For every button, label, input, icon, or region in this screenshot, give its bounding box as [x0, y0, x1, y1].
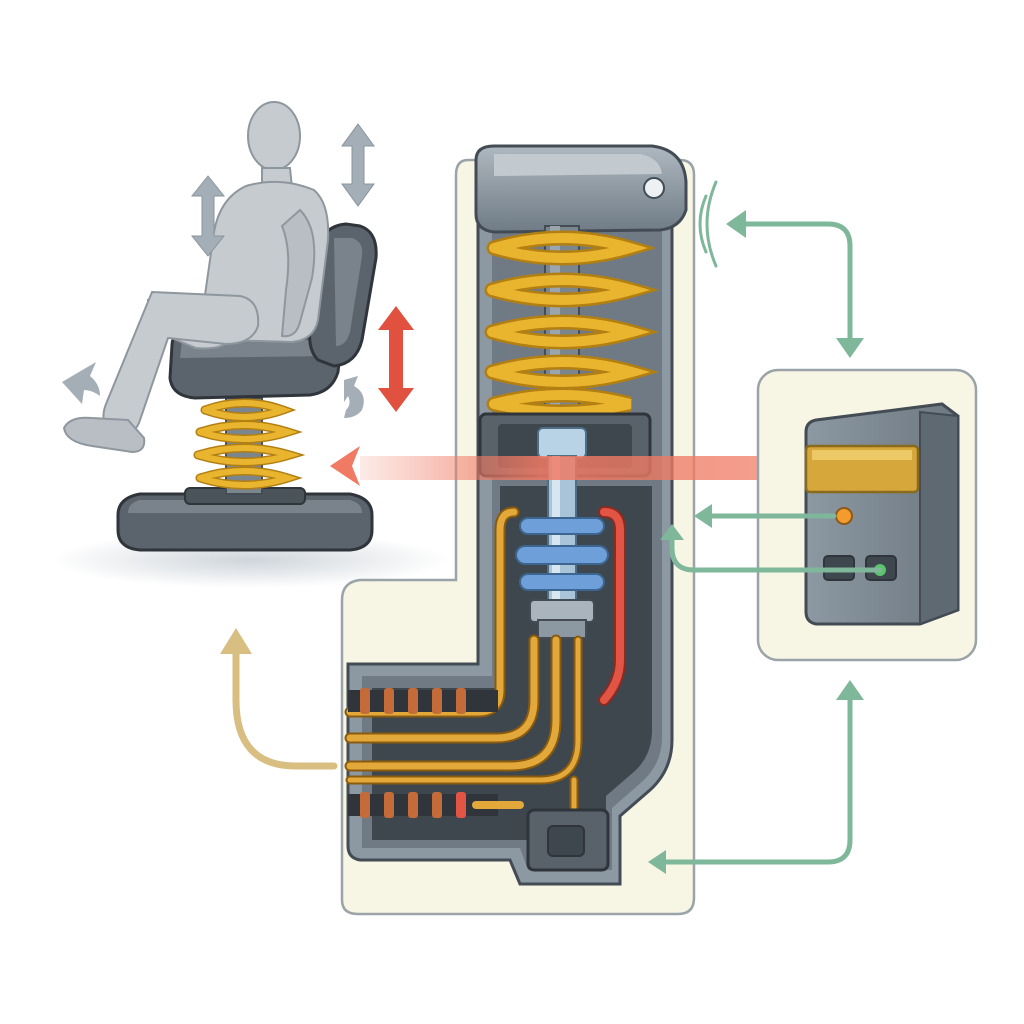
sensor-beam [330, 446, 812, 486]
beam-arrow-icon [330, 446, 360, 486]
arrow-controller-to-valve-2 [669, 531, 883, 573]
bottom-port-box [526, 808, 610, 872]
red-up-down-arrow-icon [378, 306, 414, 412]
up-down-arrow-icon [190, 123, 375, 257]
top-cap [474, 144, 688, 234]
signal-arrows [657, 221, 883, 865]
arrow-sensor-to-controller [739, 221, 853, 343]
seat-base [116, 487, 374, 552]
return-flow-arrow-icon [220, 628, 338, 770]
cap-indicator-light [643, 177, 665, 199]
main-coil-spring [484, 230, 660, 420]
piston-assembly [515, 427, 609, 639]
sensor-wave-icon [698, 180, 718, 268]
arrow-controller-to-base [657, 697, 853, 865]
person-figure-icon [62, 101, 330, 454]
left-motion-arrow-icon [62, 362, 100, 404]
spring-icon [193, 397, 306, 495]
signal-arrowheads [648, 210, 864, 874]
status-led-orange [835, 507, 853, 525]
valve-block-icon [348, 688, 524, 818]
rotate-arrow-icon [344, 376, 364, 418]
seated-person-group [50, 101, 450, 588]
